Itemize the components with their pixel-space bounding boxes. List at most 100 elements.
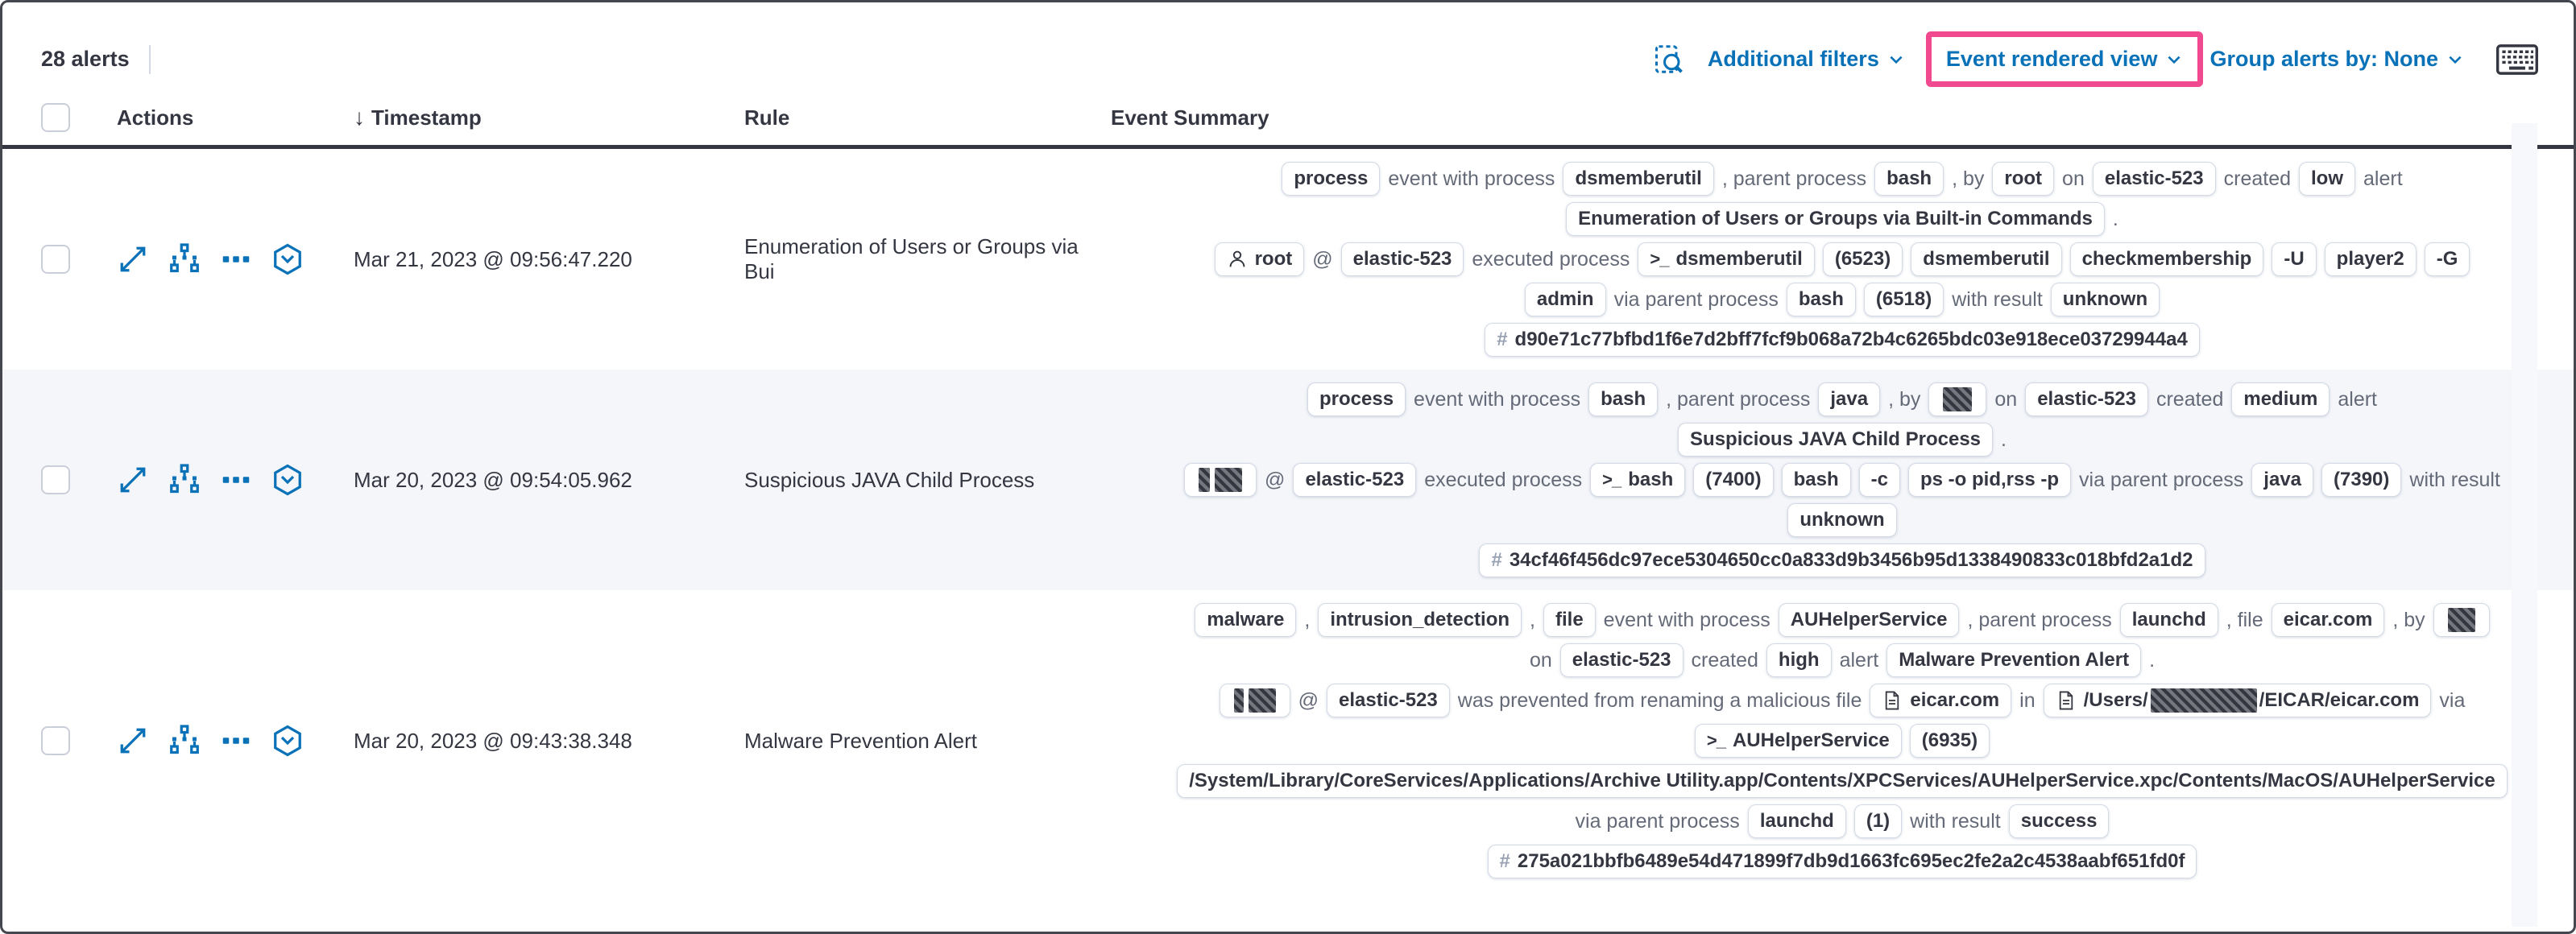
summary-badge[interactable]: malware bbox=[1195, 603, 1297, 637]
analyze-event-button[interactable] bbox=[168, 464, 201, 496]
rule-name[interactable]: Suspicious JAVA Child Process bbox=[744, 467, 1035, 492]
summary-badge[interactable]: file bbox=[1543, 603, 1596, 637]
summary-badge[interactable] bbox=[1184, 463, 1257, 497]
summary-badge[interactable]: bash bbox=[1786, 283, 1856, 316]
vertical-scrollbar[interactable] bbox=[2512, 123, 2537, 927]
rule-name[interactable]: Enumeration of Users or Groups via Bui bbox=[744, 234, 1079, 283]
event-summary-line: >_AUHelperService(6935) bbox=[1111, 724, 2574, 758]
session-view-icon bbox=[274, 243, 301, 275]
summary-badge[interactable]: Malware Prevention Alert bbox=[1886, 643, 2142, 677]
summary-badge[interactable]: bash bbox=[1781, 463, 1851, 497]
session-view-button[interactable] bbox=[271, 725, 304, 757]
summary-badge[interactable]: -G bbox=[2424, 242, 2470, 276]
summary-badge[interactable] bbox=[1219, 684, 1290, 717]
summary-badge[interactable]: (6518) bbox=[1863, 283, 1944, 316]
summary-text: with result bbox=[1910, 809, 2001, 833]
summary-badge[interactable]: eicar.com bbox=[1870, 684, 2012, 717]
summary-badge[interactable]: elastic-523 bbox=[2092, 162, 2216, 196]
summary-badge[interactable]: Enumeration of Users or Groups via Built… bbox=[1566, 202, 2105, 236]
summary-text: , parent process bbox=[1967, 608, 2112, 631]
summary-badge[interactable]: process bbox=[1307, 382, 1406, 416]
summary-badge[interactable]: eicar.com bbox=[2271, 603, 2385, 637]
summary-badge[interactable]: launchd bbox=[1747, 804, 1846, 838]
badge-label: player2 bbox=[2336, 248, 2404, 270]
summary-badge[interactable] bbox=[1928, 382, 1987, 416]
summary-badge[interactable]: /Users//EICAR/eicar.com bbox=[2043, 684, 2432, 717]
row-checkbox[interactable] bbox=[41, 465, 70, 494]
summary-badge[interactable]: unknown bbox=[2050, 283, 2160, 316]
summary-badge[interactable]: #d90e71c77bfbd1f6e7d2bff7fcf9b068a72b4c6… bbox=[1485, 323, 2200, 357]
row-checkbox[interactable] bbox=[41, 726, 70, 755]
badge-content bbox=[1196, 468, 1245, 492]
summary-badge[interactable]: elastic-523 bbox=[1340, 242, 1464, 276]
summary-badge[interactable]: >_bash bbox=[1590, 463, 1686, 497]
analyze-event-button[interactable] bbox=[168, 243, 201, 275]
expand-alert-button[interactable] bbox=[117, 243, 149, 275]
sort-descending-icon[interactable]: ↓ bbox=[354, 105, 365, 130]
summary-badge[interactable]: java bbox=[1818, 382, 1881, 416]
expand-alert-button[interactable] bbox=[117, 464, 149, 496]
inspect-icon[interactable] bbox=[1653, 43, 1685, 76]
analyze-event-icon bbox=[170, 725, 199, 754]
keyboard-shortcuts-icon[interactable] bbox=[2496, 43, 2538, 76]
summary-badge[interactable]: medium bbox=[2231, 382, 2330, 416]
summary-text: was prevented from renaming a malicious … bbox=[1457, 688, 1862, 712]
summary-badge[interactable]: (1) bbox=[1853, 804, 1903, 838]
summary-badge[interactable]: elastic-523 bbox=[1559, 643, 1684, 677]
summary-badge[interactable]: admin bbox=[1524, 283, 1606, 316]
summary-badge[interactable]: process bbox=[1282, 162, 1381, 196]
summary-badge[interactable]: -c bbox=[1858, 463, 1900, 497]
summary-badge[interactable]: launchd bbox=[2119, 603, 2218, 637]
column-header-timestamp[interactable]: Timestamp bbox=[371, 105, 482, 130]
summary-badge[interactable]: (7390) bbox=[2321, 463, 2402, 497]
summary-badge[interactable]: (6935) bbox=[1909, 724, 1990, 758]
summary-badge[interactable]: (6523) bbox=[1822, 242, 1903, 276]
group-alerts-by-button[interactable]: Group alerts by: None bbox=[2209, 47, 2464, 72]
summary-badge[interactable]: Suspicious JAVA Child Process bbox=[1678, 423, 1994, 457]
analyze-event-button[interactable] bbox=[168, 725, 201, 757]
summary-badge[interactable]: checkmembership bbox=[2069, 242, 2264, 276]
more-actions-button[interactable] bbox=[220, 243, 252, 275]
view-selector-button[interactable]: Event rendered view bbox=[1946, 47, 2184, 72]
rule-name[interactable]: Malware Prevention Alert bbox=[744, 728, 978, 753]
expand-alert-button[interactable] bbox=[117, 725, 149, 757]
summary-badge[interactable]: AUHelperService bbox=[1778, 603, 1960, 637]
row-checkbox[interactable] bbox=[41, 245, 70, 274]
summary-badge[interactable]: high bbox=[1766, 643, 1832, 677]
summary-text: created bbox=[2223, 167, 2292, 190]
summary-badge[interactable]: elastic-523 bbox=[2025, 382, 2148, 416]
summary-badge[interactable]: #34cf46f456dc97ece5304650cc0a833d9b3456b… bbox=[1479, 543, 2205, 577]
summary-badge[interactable]: -U bbox=[2272, 242, 2317, 276]
additional-filters-button[interactable]: Additional filters bbox=[1708, 47, 1905, 72]
summary-badge[interactable]: root bbox=[1992, 162, 2055, 196]
session-view-button[interactable] bbox=[271, 464, 304, 496]
summary-badge[interactable]: dsmemberutil bbox=[1911, 242, 2062, 276]
summary-badge[interactable]: ps -o pid,rss -p bbox=[1908, 463, 2072, 497]
summary-badge[interactable]: >_dsmemberutil bbox=[1638, 242, 1815, 276]
summary-badge[interactable]: low bbox=[2299, 162, 2356, 196]
summary-badge[interactable]: root bbox=[1214, 242, 1305, 276]
summary-badge[interactable]: dsmemberutil bbox=[1563, 162, 1714, 196]
summary-badge[interactable]: >_AUHelperService bbox=[1694, 724, 1902, 758]
timestamp-value: Mar 21, 2023 @ 09:56:47.220 bbox=[354, 246, 632, 271]
summary-text: on bbox=[2062, 167, 2085, 190]
summary-badge[interactable]: elastic-523 bbox=[1327, 684, 1450, 717]
summary-badge[interactable]: /System/Library/CoreServices/Application… bbox=[1177, 764, 2508, 798]
summary-badge[interactable]: #275a021bbfb6489e54d471899f7db9d1663fc69… bbox=[1487, 845, 2197, 878]
summary-badge[interactable]: elastic-523 bbox=[1293, 463, 1417, 497]
summary-badge[interactable]: bash bbox=[1874, 162, 1944, 196]
summary-badge[interactable]: intrusion_detection bbox=[1318, 603, 1522, 637]
summary-badge[interactable]: (7400) bbox=[1693, 463, 1774, 497]
summary-badge[interactable]: player2 bbox=[2324, 242, 2417, 276]
more-actions-button[interactable] bbox=[220, 725, 252, 757]
summary-badge[interactable]: java bbox=[2251, 463, 2314, 497]
more-actions-button[interactable] bbox=[220, 464, 252, 496]
summary-badge[interactable]: unknown bbox=[1787, 503, 1897, 537]
select-all-checkbox[interactable] bbox=[41, 103, 70, 132]
summary-badge[interactable]: bash bbox=[1588, 382, 1659, 416]
session-view-button[interactable] bbox=[271, 243, 304, 275]
summary-badge[interactable]: success bbox=[2008, 804, 2110, 838]
summary-badge[interactable] bbox=[2433, 603, 2490, 637]
